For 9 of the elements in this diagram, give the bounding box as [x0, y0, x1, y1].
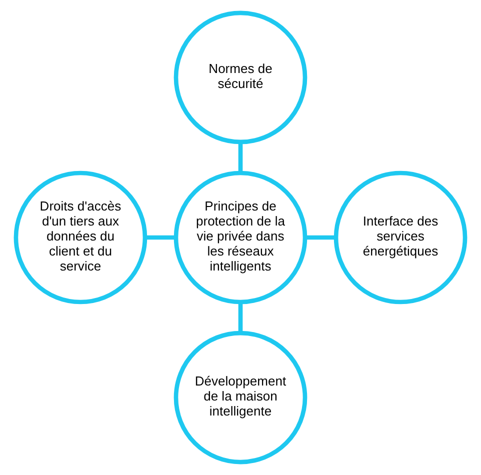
node-circle: Développement de la maison intelligente — [174, 330, 308, 464]
node-circle: Droits d'accès d'un tiers aux données du client et du service — [14, 170, 148, 304]
node-circle: Principes de protection de la vie privée dans les réseaux intelligents — [174, 170, 308, 304]
node-circle: Normes de sécurité — [174, 10, 308, 144]
connector — [238, 142, 243, 173]
connector — [305, 235, 336, 240]
node-circle: Interface des services énergétiques — [334, 170, 468, 304]
connector — [145, 235, 176, 240]
connector — [238, 302, 243, 333]
